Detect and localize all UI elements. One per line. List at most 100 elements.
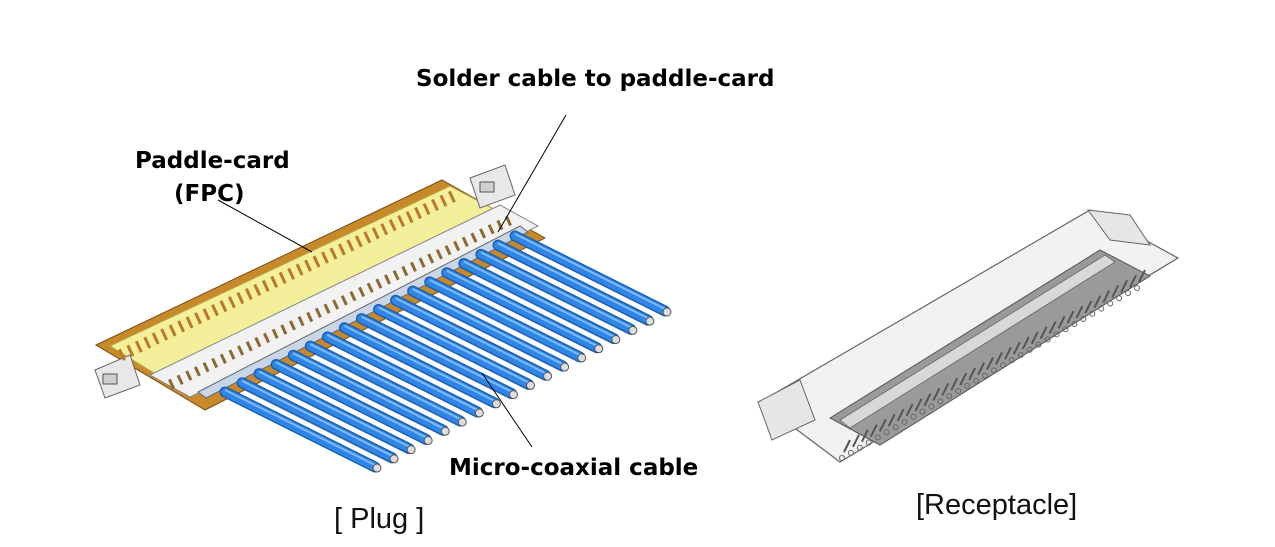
- receptacle-pin-tail: [982, 372, 989, 379]
- solder-joint: [470, 232, 478, 243]
- coax-cable: [509, 230, 672, 317]
- receptacle-pin: [896, 408, 905, 422]
- coax-cable: [492, 239, 655, 326]
- fpc-pad: [346, 239, 355, 252]
- coax-cable: [270, 358, 433, 445]
- receptacle-pin: [1120, 279, 1129, 293]
- solder-joint: [332, 299, 340, 310]
- receptacle-pin: [852, 434, 860, 448]
- fpc-pad: [211, 304, 219, 317]
- solder-joint: [193, 366, 201, 377]
- fpc-pad: [312, 255, 321, 268]
- receptacle-pin: [1048, 321, 1057, 334]
- solder-joint: [202, 362, 210, 373]
- fpc-pad: [439, 194, 448, 207]
- fpc-pad: [126, 344, 135, 357]
- receptacle-pin-tail: [1080, 315, 1087, 322]
- receptacle-pin: [1057, 315, 1066, 329]
- solder-joint: [185, 370, 193, 381]
- receptacle-pin-tail: [1107, 300, 1114, 307]
- receptacle-pin-tail: [1026, 346, 1033, 353]
- receptacle-pin-tail: [1008, 357, 1015, 364]
- receptacle-inner-rail: [839, 254, 1116, 429]
- fpc-pad: [227, 296, 236, 309]
- leader-paddle: [217, 199, 313, 253]
- receptacle-pin-tail: [856, 444, 863, 451]
- receptacle-pin: [1093, 295, 1102, 309]
- fpc-pad: [143, 336, 152, 349]
- fpc-pad: [414, 206, 422, 220]
- solder-joint: [280, 324, 288, 335]
- fpc-pad: [177, 320, 186, 333]
- solder-joint: [392, 270, 400, 281]
- coax-cable: [441, 267, 604, 354]
- solder-joint: [409, 261, 417, 273]
- fpc-pad: [160, 328, 169, 341]
- solder-joint: [228, 349, 236, 360]
- label-fpc: (FPC): [174, 181, 245, 207]
- solder-joint: [358, 286, 366, 298]
- receptacle-pin-tail: [964, 382, 971, 389]
- leader-coax: [481, 372, 533, 448]
- receptacle-pin-tail: [1134, 285, 1140, 291]
- solder-joint: [366, 282, 374, 293]
- receptacle-pin-tail: [1125, 290, 1132, 297]
- receptacle-pin: [977, 362, 985, 376]
- fpc-pad: [354, 235, 363, 248]
- coax-cable: [287, 349, 450, 436]
- solder-joint: [505, 215, 512, 227]
- solder-joint: [427, 253, 435, 264]
- receptacle-pin-tail: [892, 424, 899, 431]
- solder-joint: [461, 236, 469, 247]
- receptacle-pin: [950, 377, 959, 391]
- receptacle-pin: [1129, 274, 1137, 288]
- fpc-pad: [397, 215, 406, 228]
- fpc-pad: [422, 202, 431, 216]
- receptacle-pin-tail: [1035, 341, 1042, 348]
- coax-cable: [253, 368, 416, 455]
- fpc-pad: [261, 279, 270, 293]
- receptacle-pin: [1102, 290, 1111, 304]
- label-paddle-card: Paddle-card: [135, 148, 290, 174]
- solder-joint: [271, 328, 279, 339]
- coax-cable: [338, 322, 501, 409]
- receptacle-pin-tail: [883, 429, 890, 436]
- receptacle-pin: [968, 367, 977, 381]
- receptacle-cavity: [829, 249, 1152, 446]
- receptacle-pin: [914, 398, 923, 412]
- coax-cable: [236, 377, 399, 464]
- solder-joint: [288, 320, 296, 331]
- fpc-pad: [329, 247, 338, 260]
- solder-joint: [479, 228, 487, 239]
- receptacle-pin: [1012, 341, 1021, 355]
- solder-joint: [453, 240, 461, 252]
- fpc-pad: [253, 283, 262, 297]
- receptacle-pin-tail: [946, 393, 953, 400]
- solder-joint: [384, 274, 391, 285]
- coax-cable: [321, 331, 484, 418]
- fpc-pad: [202, 308, 211, 321]
- solder-joint: [444, 244, 452, 256]
- receptacle-pin-tail: [928, 403, 935, 410]
- receptacle-pin: [932, 388, 941, 401]
- fpc-pad: [405, 210, 414, 224]
- solder-joint: [263, 332, 270, 344]
- receptacle-pin-tail: [1017, 351, 1024, 358]
- solder-joint: [254, 336, 262, 348]
- coax-cable: [304, 340, 467, 427]
- fpc-pad: [371, 227, 380, 240]
- fpc-pad: [388, 219, 397, 232]
- fpc-pad: [194, 312, 202, 325]
- solder-joint: [211, 357, 219, 369]
- fpc-pad: [380, 223, 389, 236]
- receptacle-pin-tail: [874, 434, 881, 441]
- solder-joint: [487, 224, 495, 235]
- receptacle-illustration: [757, 209, 1180, 463]
- receptacle-pin-tail: [839, 455, 845, 461]
- fpc-pad: [270, 275, 279, 288]
- solder-joint: [401, 265, 409, 277]
- solder-joint: [314, 307, 322, 319]
- receptacle-pin: [860, 429, 869, 443]
- receptacle-pin-tail: [999, 362, 1006, 369]
